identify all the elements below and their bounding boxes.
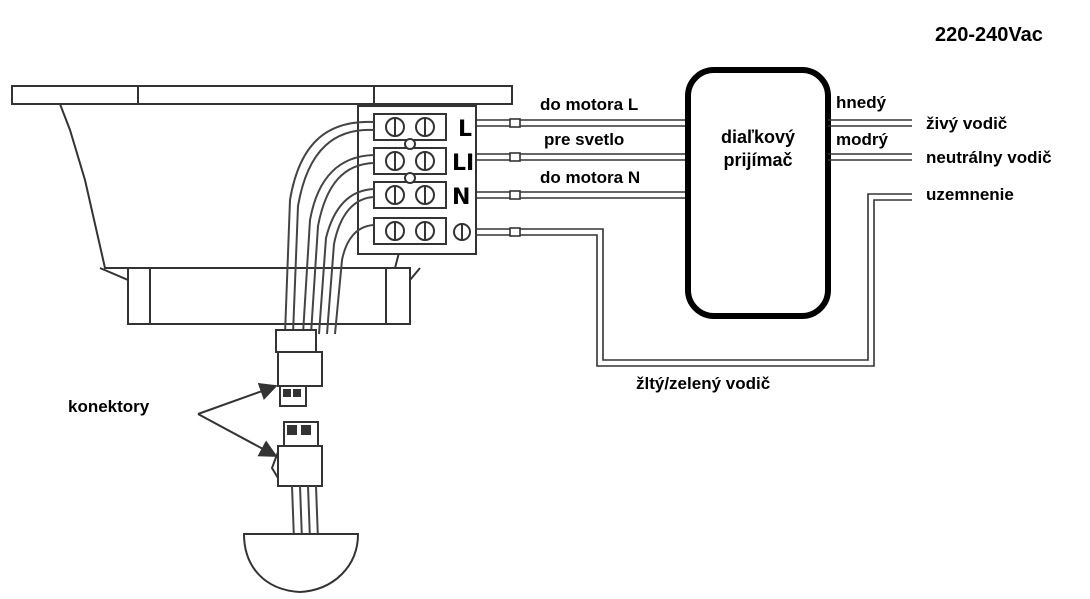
terminal-N: N xyxy=(452,185,470,210)
receiver-label-line1: diaľkový xyxy=(721,127,795,147)
connectors-label: konektory xyxy=(68,397,150,416)
light-bowl xyxy=(242,533,360,594)
voltage-label: 220-240Vac xyxy=(935,24,1043,46)
lower-connector xyxy=(270,421,323,487)
wire-label-motor-l: do motora L xyxy=(540,95,638,114)
wire-label-light: pre svetlo xyxy=(544,130,624,149)
mains-earth-label: uzemnenie xyxy=(926,185,1014,204)
terminal-L: L xyxy=(458,117,472,142)
remote-receiver xyxy=(685,67,831,319)
bowl-wires xyxy=(291,485,319,541)
mains-live-label: živý vodič xyxy=(926,114,1007,133)
motor-light-wires xyxy=(476,118,690,200)
upper-connector xyxy=(275,329,323,407)
terminal-LI: LI xyxy=(452,151,474,176)
mains-wires xyxy=(828,119,912,161)
connector-arrows xyxy=(197,383,278,457)
ceiling-canopy xyxy=(11,85,513,325)
internal-wires xyxy=(284,120,375,335)
wire-color-brown: hnedý xyxy=(836,93,887,112)
wire-color-blue: modrý xyxy=(836,130,889,149)
wire-label-motor-n: do motora N xyxy=(540,168,640,187)
mains-neutral-label: neutrálny vodič xyxy=(926,148,1052,167)
ground-wire xyxy=(476,193,912,367)
ground-wire-label: žltý/zelený vodič xyxy=(636,374,770,393)
terminal-block xyxy=(357,105,477,255)
receiver-label-line2: prijímač xyxy=(723,150,792,170)
